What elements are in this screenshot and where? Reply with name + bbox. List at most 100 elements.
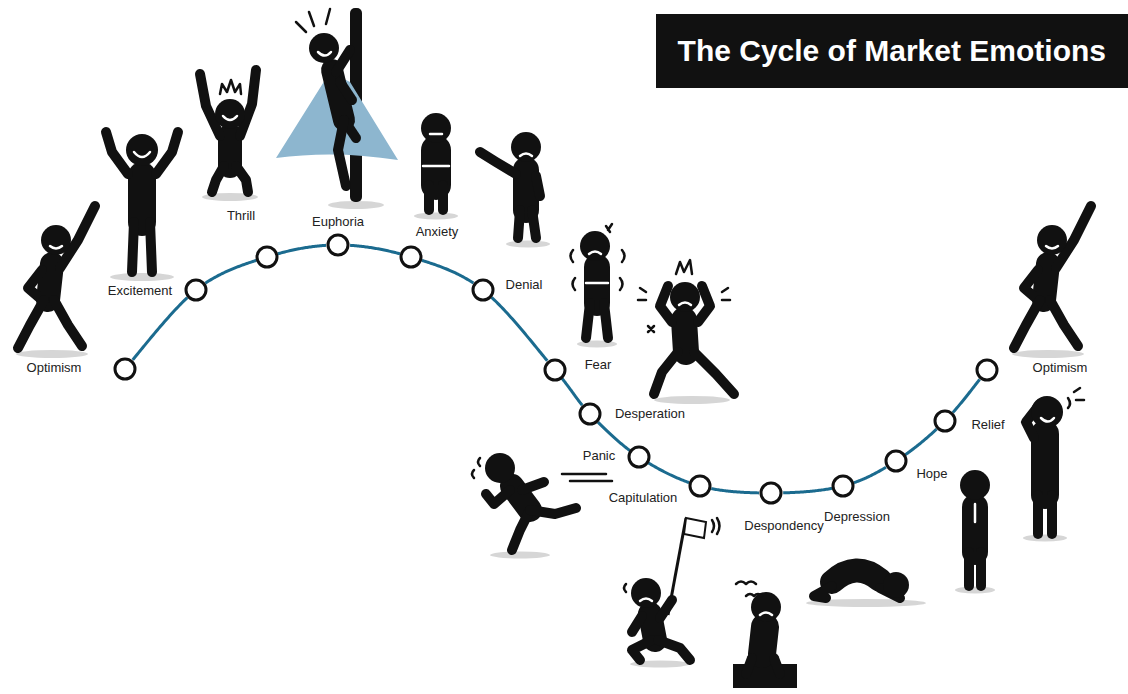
relief-figure-part (1023, 535, 1067, 542)
optimism-figure-part (48, 264, 52, 300)
thrill-figure-part (200, 74, 220, 136)
optimism-figure-part (54, 300, 82, 346)
optimism-figure-right-part (1014, 300, 1040, 348)
excitement-figure-part (132, 222, 134, 272)
thrill-figure (200, 70, 258, 201)
hope-figure-part (976, 552, 986, 586)
cycle-curve (854, 467, 886, 482)
emotion-label: Denial (506, 278, 543, 293)
emotion-point: Capitulation (688, 474, 712, 498)
anxiety-figure-part (438, 185, 448, 210)
denial-figure-part (518, 210, 520, 238)
excitement-figure-part (150, 222, 152, 272)
emotion-point: Excitement (184, 278, 208, 302)
emotion-label: Anxiety (416, 225, 459, 240)
anxiety-figure-part (424, 185, 434, 210)
desperation-figure-part (660, 286, 672, 322)
panic-figure-part (485, 453, 515, 483)
depression-figure-part (832, 570, 880, 582)
optimism-figure-right-part (1046, 246, 1058, 249)
panic-figure-part (522, 482, 544, 490)
excitement-figure-part (110, 273, 174, 281)
thrill-figure-part (220, 80, 241, 94)
depression-figure-part (883, 572, 909, 598)
anxiety-figure-part (430, 133, 442, 136)
point-outline (543, 358, 567, 382)
despondency-figure-part (762, 627, 765, 654)
fear-figure-part (580, 231, 610, 261)
optimism-figure-part (18, 300, 44, 348)
point-circle (257, 247, 277, 267)
cycle-curve (350, 245, 400, 253)
title-text: The Cycle of Market Emotions (678, 34, 1106, 68)
desperation-figure-part (694, 352, 734, 394)
relief-figure-part (1047, 495, 1057, 534)
relief-figure-part (1031, 396, 1063, 428)
point-outline (255, 245, 279, 269)
thrill-figure-part (240, 70, 256, 136)
optimism-figure-right-part (1050, 300, 1078, 346)
thrill-figure-part (236, 166, 248, 192)
capitulation-figure-part (631, 578, 661, 608)
optimism-figure-part (16, 350, 88, 358)
emotion-label: Fear (585, 358, 612, 373)
point-circle (115, 359, 135, 379)
title-banner: The Cycle of Market Emotions (656, 14, 1128, 88)
point-circle (629, 447, 649, 467)
cycle-curve (133, 298, 188, 360)
euphoria-figure-part (318, 52, 331, 56)
capitulation-figure-part (632, 640, 652, 660)
desperation-figure (638, 260, 734, 404)
emotion-point: Hope (884, 449, 908, 473)
emotion-point: Denial (471, 278, 495, 302)
excitement-figure-part (156, 132, 178, 174)
desperation-figure-part (684, 320, 686, 352)
panic-figure-part (486, 490, 510, 504)
cycle-curve (711, 489, 759, 493)
desperation-figure-part (676, 260, 692, 274)
optimism-figure-part (41, 225, 71, 255)
point-circle (886, 451, 906, 471)
point-outline (578, 402, 602, 426)
euphoria-figure-part (338, 120, 346, 186)
panic-figure-part (562, 474, 612, 481)
point-circle (690, 476, 710, 496)
denial-figure-part (532, 210, 536, 238)
capitulation-figure (624, 518, 720, 668)
emotion-point: Anxiety (399, 245, 423, 269)
hope-figure-part (964, 552, 974, 586)
desperation-figure-part (698, 286, 710, 322)
point-circle (977, 360, 997, 380)
denial-figure-part (506, 241, 550, 248)
panic-figure-part (472, 458, 480, 478)
point-outline (471, 278, 495, 302)
panic-figure-part (490, 552, 550, 559)
capitulation-figure-part (632, 616, 642, 632)
emotion-label: Despondency (744, 519, 824, 534)
fear-figure-part (584, 267, 610, 303)
emotion-point: Thrill (255, 245, 279, 269)
relief-figure-part (1041, 418, 1054, 422)
desperation-figure-part (648, 326, 654, 332)
anxiety-figure-part (421, 113, 451, 143)
desperation-figure-part (654, 396, 730, 404)
capitulation-figure-part (640, 599, 652, 602)
point-circle (328, 235, 348, 255)
emotion-point: Despondency (759, 481, 783, 505)
desperation-figure-part (654, 352, 678, 394)
thrill-figure-part (215, 99, 245, 129)
optimism-figure-right-part (1012, 350, 1084, 358)
cycle-curve (278, 245, 326, 253)
optimism-figure (16, 206, 95, 358)
emotion-point: Panic (627, 445, 651, 469)
euphoria-figure (276, 8, 398, 209)
emotion-label: Excitement (108, 284, 172, 299)
fear-figure-part (586, 282, 608, 285)
optimism-figure-right (1012, 206, 1091, 358)
fear-figure-part (571, 250, 625, 290)
point-outline (113, 357, 137, 381)
capitulation-figure-part (684, 518, 706, 538)
despondency-figure-part (751, 592, 781, 622)
anxiety-figure-part (421, 150, 451, 185)
